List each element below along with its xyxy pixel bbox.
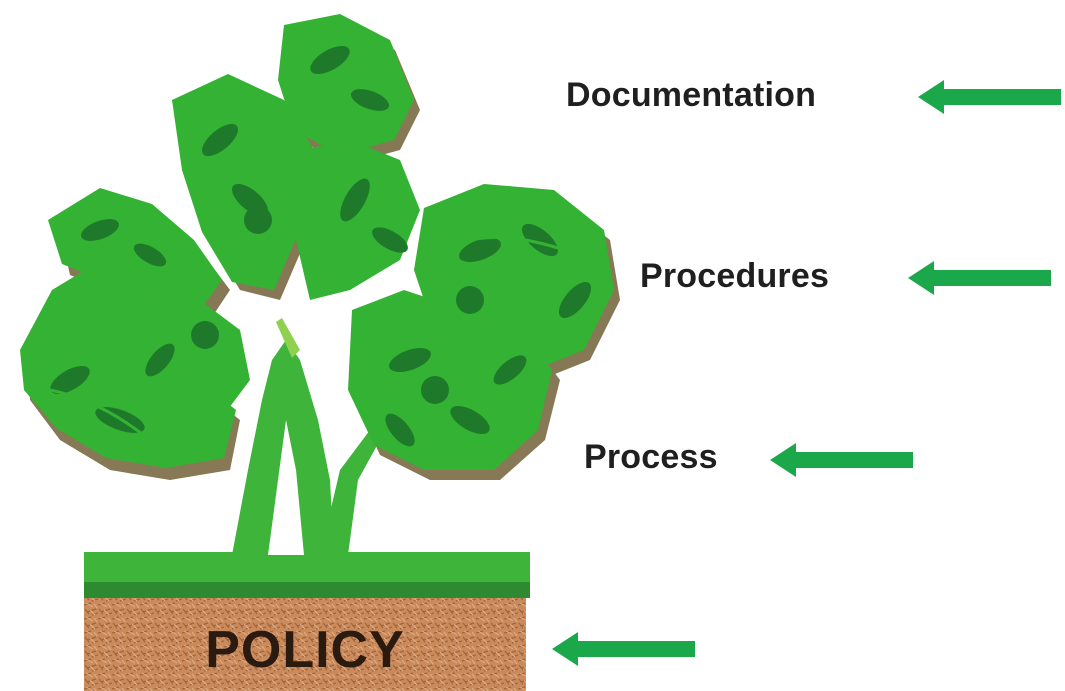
tree-trunk	[232, 318, 380, 555]
procedures-arrow-icon	[908, 261, 1053, 295]
process-label: Process	[584, 438, 718, 476]
leaf-veins	[49, 96, 591, 442]
procedures-label: Procedures	[640, 257, 830, 295]
ground-bar-shadow	[84, 578, 530, 598]
policy-label: POLICY	[205, 621, 405, 679]
documentation-arrow-icon	[918, 80, 1063, 114]
policy-arrow-icon	[552, 632, 697, 666]
soil-block	[84, 595, 526, 691]
crown-leaves	[20, 14, 614, 470]
process-arrow-icon	[770, 443, 915, 477]
leaf-details	[50, 46, 592, 447]
tree-illustration	[20, 14, 620, 691]
documentation-label: Documentation	[566, 76, 817, 114]
ground-bar	[84, 552, 530, 582]
